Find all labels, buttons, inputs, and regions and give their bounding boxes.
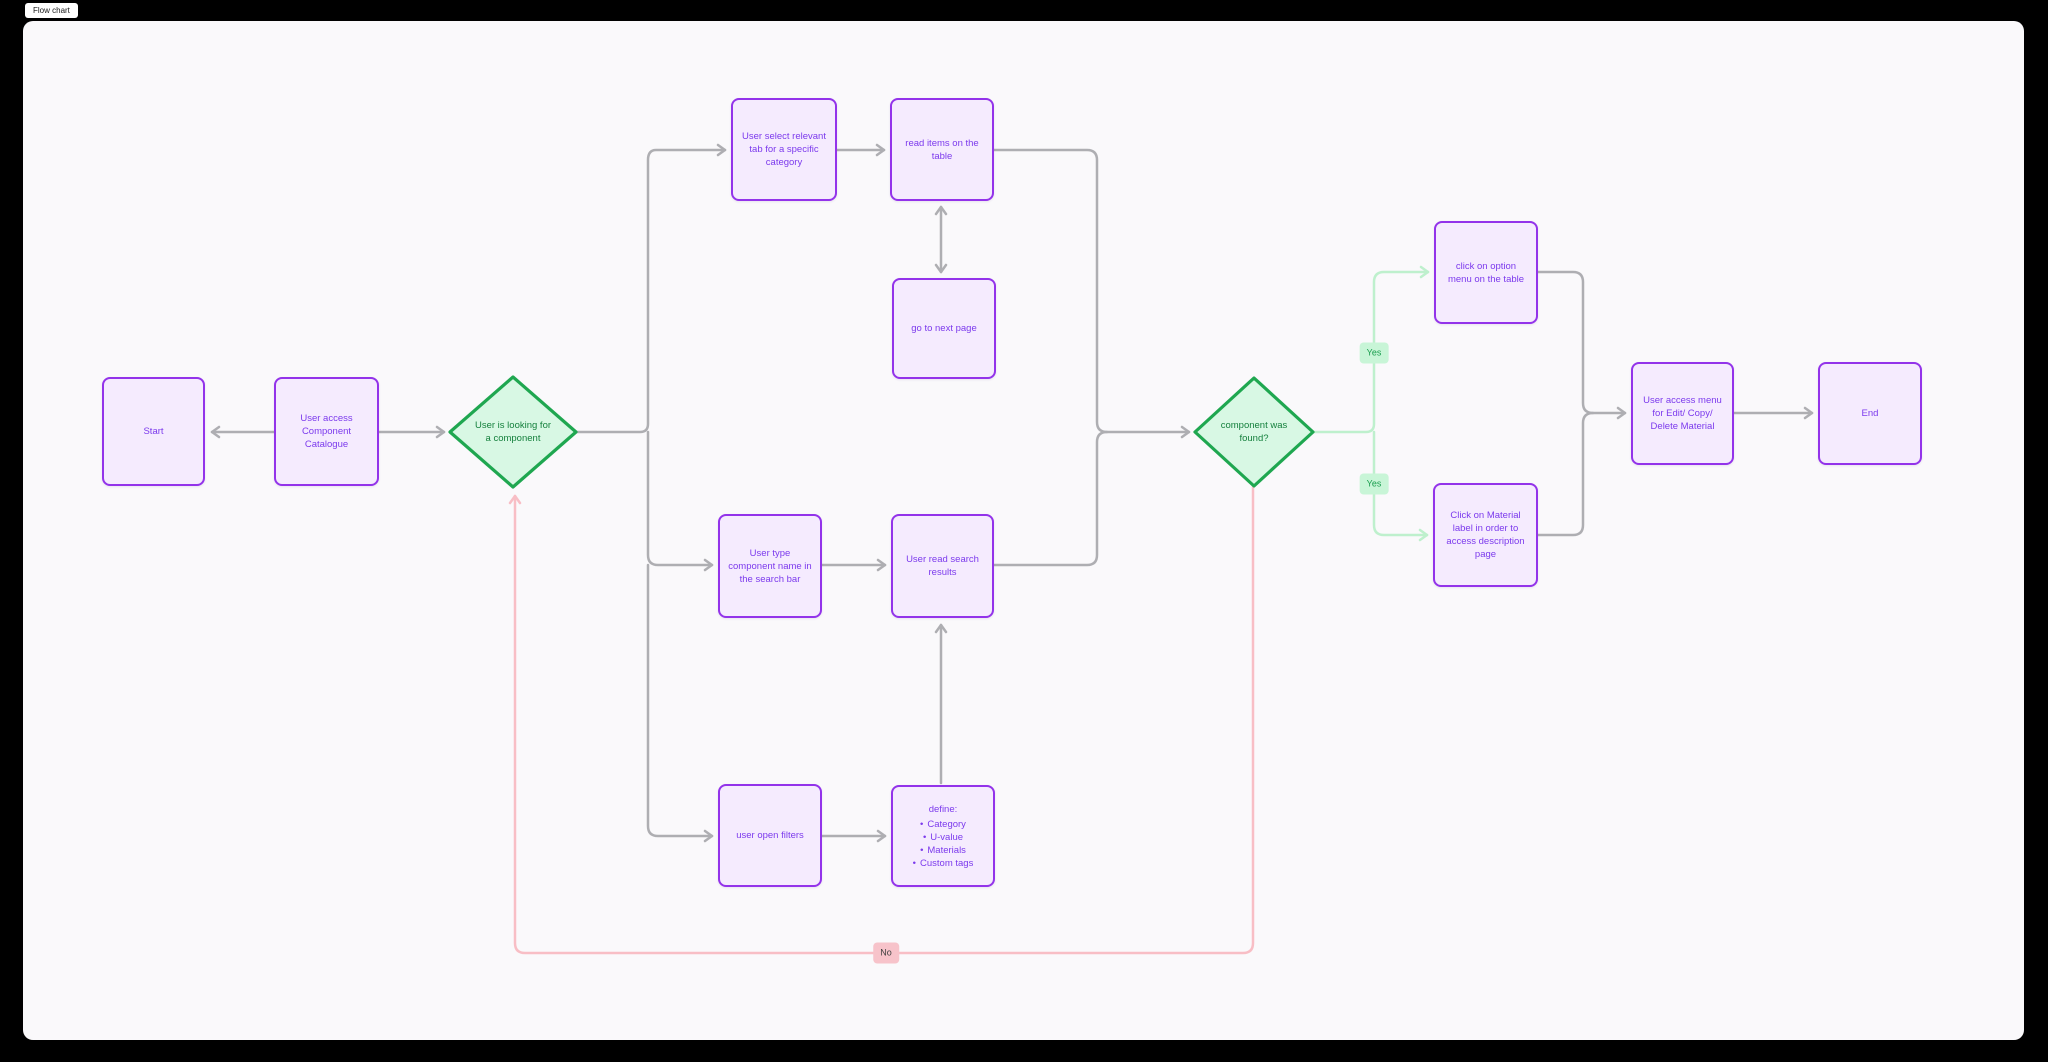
edge-decision1-to-open-filters[interactable] [646,563,714,843]
node-open-filters[interactable]: user open filters [718,784,822,887]
node-next-page-label: go to next page [911,323,977,334]
decision-user-looking-for-component[interactable] [448,375,578,489]
node-click-option-menu[interactable]: click on option menu on the table [1434,221,1538,324]
node-start[interactable]: Start [102,377,205,486]
edge-option-menu-to-access-menu[interactable] [1536,270,1627,420]
edge-read-items-to-decision2[interactable] [992,148,1191,439]
node-click-option-menu-label: click on option menu on the table [1447,260,1525,285]
whiteboard-canvas[interactable] [23,21,2024,1040]
node-type-name[interactable]: User type component name in the search b… [718,514,822,618]
decision-component-was-found[interactable] [1193,376,1315,488]
edge-read-results-to-merge[interactable] [992,430,1109,567]
define-item: Category [913,818,974,831]
node-type-name-label: User type component name in the search b… [728,547,812,585]
define-title: define: [928,803,958,815]
node-access-catalogue[interactable]: User access Component Catalogue [274,377,379,486]
yes-badge-top[interactable]: Yes [1359,342,1389,364]
node-end[interactable]: End [1818,362,1922,465]
edge-no-loop-to-decision1[interactable] [508,485,1255,955]
node-define-filters-content: define: Category U-value Materials Custo… [913,803,974,870]
define-list: Category U-value Materials Custom tags [913,818,974,870]
node-access-menu[interactable]: User access menu for Edit/ Copy/ Delete … [1631,362,1734,465]
node-start-label: Start [143,426,164,437]
node-define-filters[interactable]: define: Category U-value Materials Custo… [891,785,995,887]
edge-material-label-to-access-menu[interactable] [1536,411,1595,537]
edge-decision1-to-select-tab[interactable] [574,143,727,434]
node-read-results[interactable]: User read search results [891,514,994,618]
edge-decision1-to-type-name[interactable] [646,430,714,572]
node-click-material-label-label: Click on Material label in order to acce… [1446,510,1525,560]
yes-badge-bottom[interactable]: Yes [1359,473,1389,495]
define-item: Custom tags [913,857,973,870]
node-access-menu-label: User access menu for Edit/ Copy/ Delete … [1643,395,1722,432]
edge-yes-to-material-label[interactable] [1372,430,1429,542]
tab-flow-chart[interactable]: Flow chart [25,3,78,18]
define-item: U-value [913,831,974,844]
node-open-filters-label: user open filters [736,830,804,841]
no-badge[interactable]: No [873,942,899,964]
define-item: Materials [913,844,974,857]
node-click-material-label[interactable]: Click on Material label in order to acce… [1433,483,1538,587]
node-next-page[interactable]: go to next page [892,278,996,379]
node-read-items-label: read items on the table [905,137,979,162]
node-read-items[interactable]: read items on the table [890,98,994,201]
node-access-catalogue-label: User access Component Catalogue [300,413,353,450]
node-select-tab[interactable]: User select relevant tab for a specific … [731,98,837,201]
node-select-tab-label: User select relevant tab for a specific … [742,131,826,168]
node-end-label: End [1861,408,1879,419]
node-read-results-label: User read search results [906,554,979,578]
